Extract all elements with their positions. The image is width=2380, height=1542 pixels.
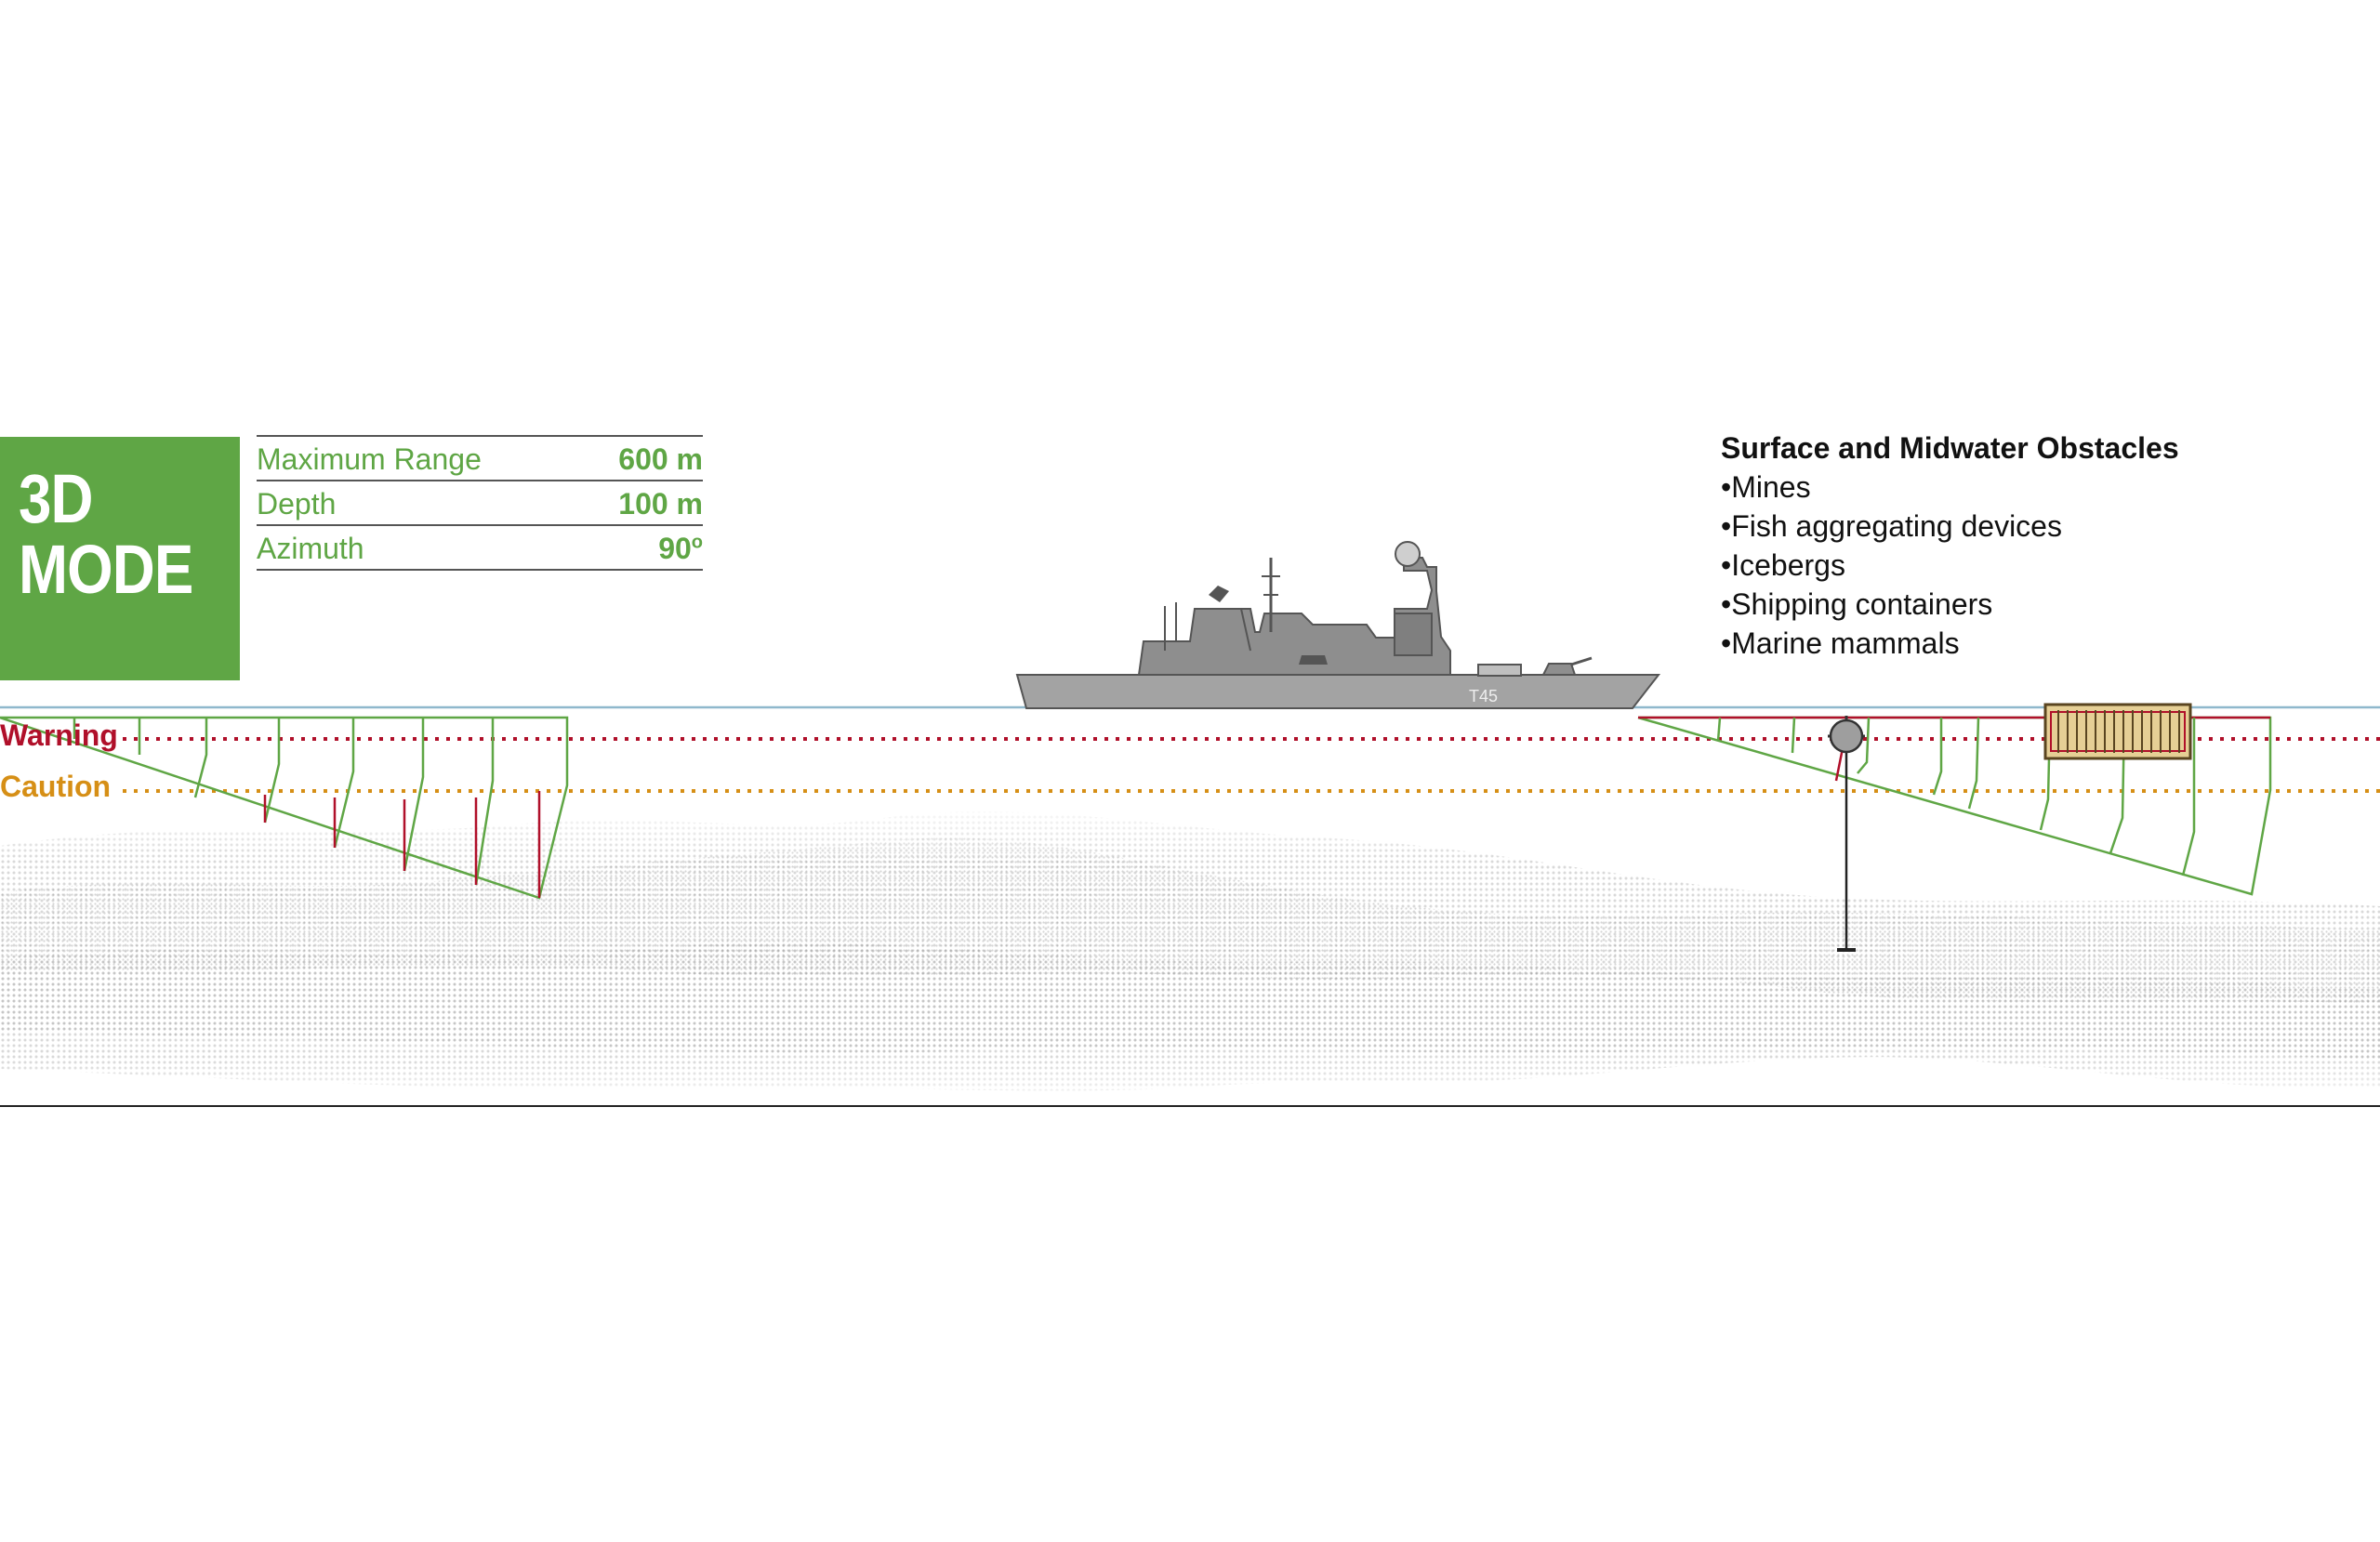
beam-left-tick	[403, 718, 425, 872]
beam-right-tick	[1932, 718, 1943, 796]
list-item: Mines	[1721, 468, 2179, 507]
spec-table: Maximum Range 600 m Depth 100 m Azimuth …	[257, 435, 703, 571]
beam-right-tick	[1791, 717, 1796, 754]
warning-label: Warning	[0, 718, 118, 752]
spec-value: 90o	[658, 532, 703, 566]
ship-hull	[1015, 674, 1661, 709]
mine-obstacle	[1828, 716, 1865, 952]
shipping-container-obstacle	[2043, 703, 2192, 760]
mode-badge: 3D MODE	[0, 437, 240, 680]
mode-badge-line2: MODE	[19, 531, 193, 608]
obstacles-list: Surface and Midwater Obstacles Mines Fis…	[1721, 431, 2179, 663]
beam-right-tick	[1857, 717, 1871, 774]
beam-right-tick	[1716, 717, 1722, 742]
list-item: Marine mammals	[1721, 624, 2179, 663]
spec-label: Depth	[257, 487, 337, 521]
spec-value: 600 m	[618, 442, 703, 476]
spec-row-azimuth: Azimuth 90o	[257, 524, 703, 571]
seabed-point-cloud	[0, 799, 2380, 1106]
beam-left-tick	[474, 718, 495, 886]
radar-dome	[1395, 541, 1421, 567]
spec-value: 100 m	[618, 487, 703, 521]
list-item: Fish aggregating devices	[1721, 507, 2179, 546]
caution-label: Caution	[0, 770, 112, 803]
list-item: Icebergs	[1721, 546, 2179, 585]
beam-right-tick	[1967, 717, 1980, 810]
mode-badge-line1: 3D	[19, 460, 94, 537]
warship: T45	[1015, 541, 1661, 709]
ship-gun	[1541, 663, 1577, 676]
beam-left-tick	[193, 718, 208, 798]
spec-label: Azimuth	[257, 532, 364, 565]
ship-superstructure	[1137, 557, 1451, 676]
sonar-beam-left	[0, 716, 569, 900]
degree-sup: o	[691, 532, 703, 553]
beam-left-tick	[263, 718, 281, 824]
obstacles-items: Mines Fish aggregating devices Icebergs …	[1721, 468, 2179, 663]
beam-right-tick	[2181, 718, 2196, 876]
list-item: Shipping containers	[1721, 585, 2179, 624]
beam-left-tick	[333, 718, 355, 849]
beam-left-outline	[0, 716, 569, 900]
spec-row-max-range: Maximum Range 600 m	[257, 435, 703, 480]
hull-number: T45	[1469, 687, 1498, 705]
spec-row-depth: Depth 100 m	[257, 480, 703, 524]
obstacles-title: Surface and Midwater Obstacles	[1721, 431, 2179, 465]
azimuth-value: 90	[658, 532, 692, 565]
spec-label: Maximum Range	[257, 442, 482, 476]
